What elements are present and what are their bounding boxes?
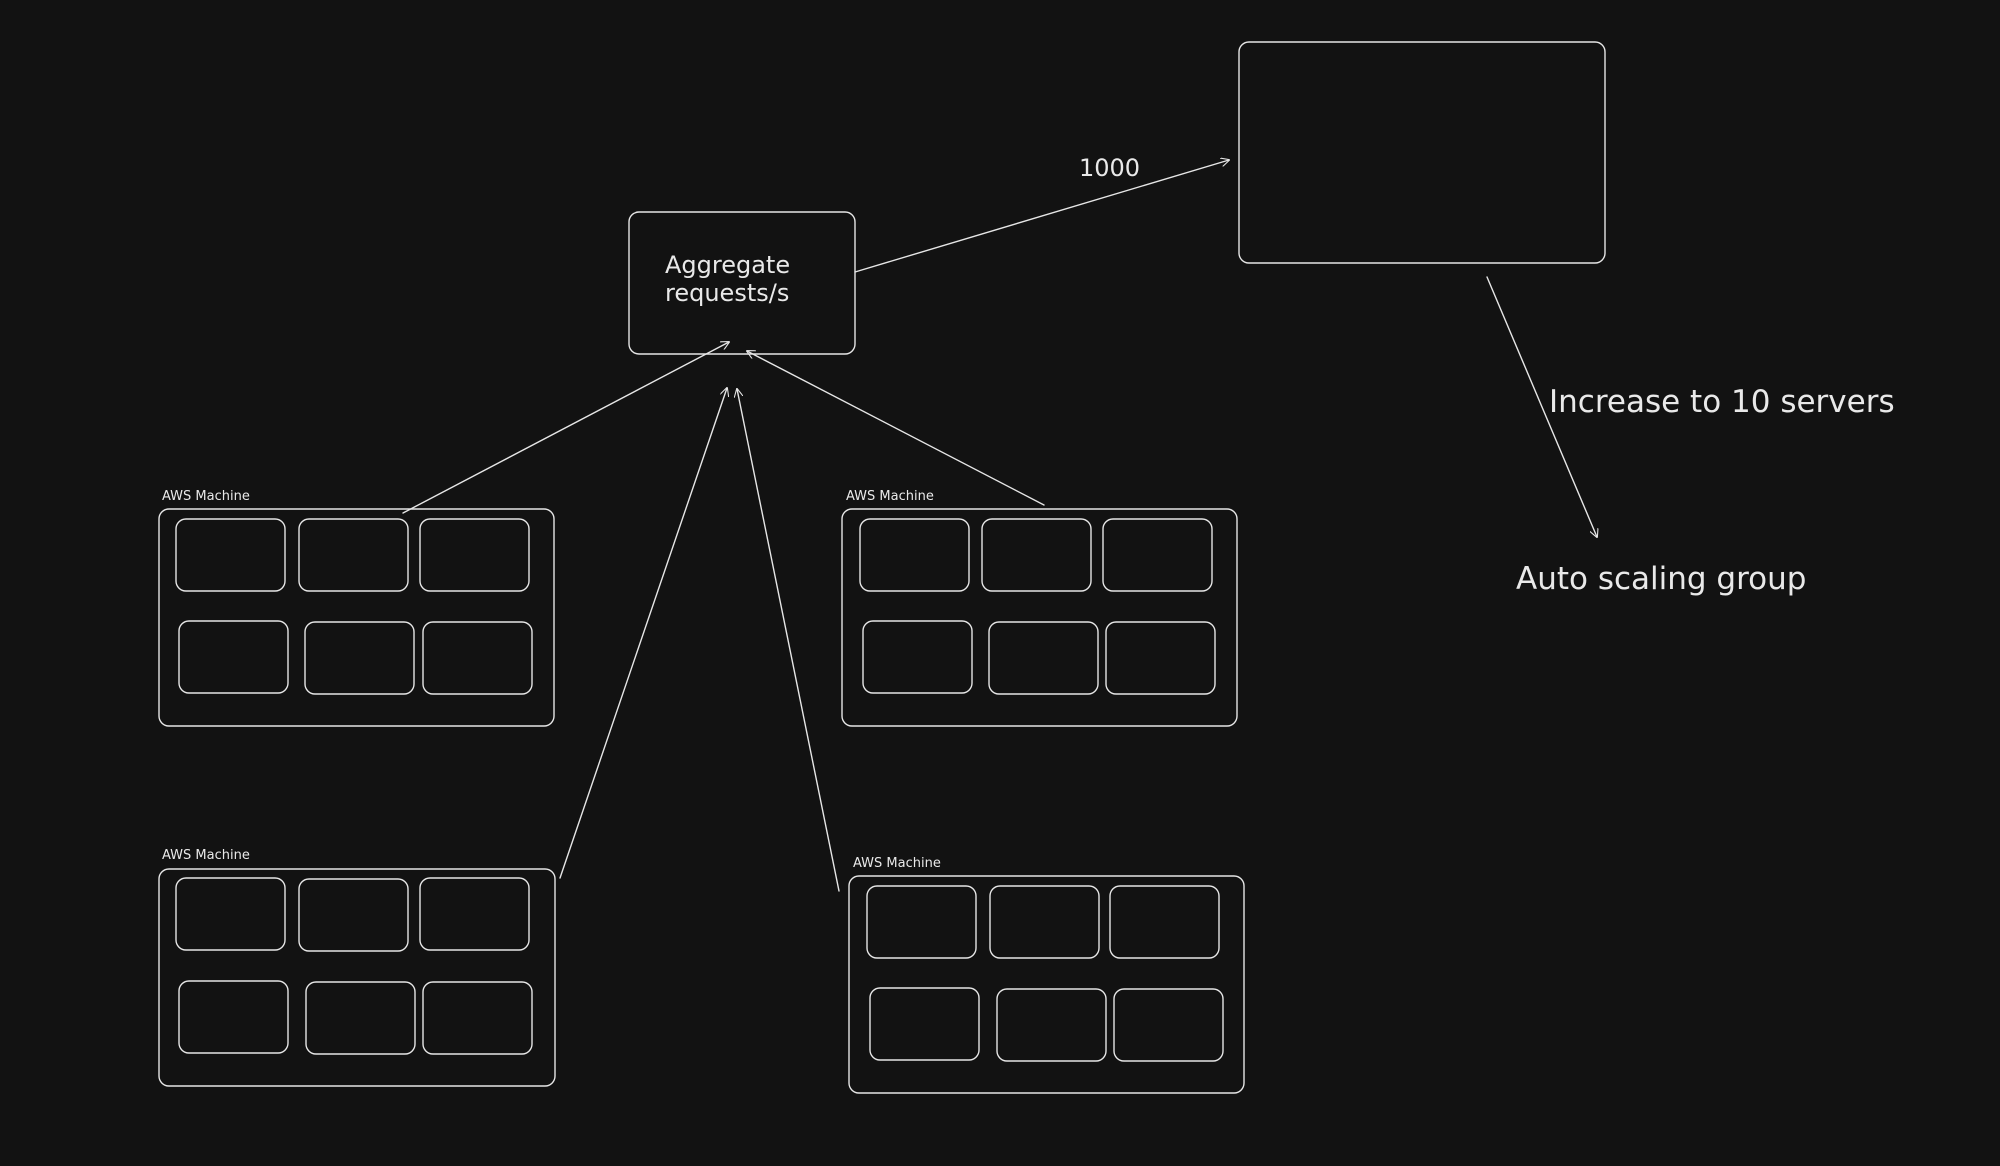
arrow-machine-2-to-aggregate	[747, 351, 1045, 506]
arrow-aggregate-to-target	[854, 160, 1229, 273]
auto-scaling-group-label: Auto scaling group	[1516, 561, 1806, 597]
aws-machine-1-frame	[158, 508, 555, 727]
aggregate-box	[628, 211, 856, 355]
aggregate-label-line1: Aggregate	[665, 251, 790, 279]
aws-machine-3-slot-2	[298, 878, 409, 952]
aws-machine-2-slot-2	[981, 518, 1092, 592]
aws-machine-3-slot-6	[422, 981, 533, 1055]
aws-machine-3	[158, 868, 556, 1087]
aggregate-label-line2: requests/s	[665, 279, 789, 307]
aws-machine-2-slot-6	[1105, 621, 1216, 695]
aws-machine-3-slot-3	[419, 877, 530, 951]
aws-machine-4-frame	[848, 875, 1245, 1094]
arrow-target-to-asg	[1486, 276, 1597, 537]
arrow-machine-3-to-aggregate	[559, 388, 727, 879]
aws-machine-3-label: AWS Machine	[162, 848, 250, 863]
aws-machine-1-slot-4	[178, 620, 289, 694]
aws-machine-1-slot-2	[298, 518, 409, 592]
scaling-note: Increase to 10 servers	[1549, 384, 1895, 420]
aws-machine-4	[848, 875, 1245, 1094]
aws-machine-4-slot-4	[869, 987, 980, 1061]
arrow-machine-4-to-aggregate	[737, 389, 840, 892]
aws-machine-3-slot-4	[178, 980, 289, 1054]
aws-machine-4-slot-3	[1109, 885, 1220, 959]
aws-machine-1-label: AWS Machine	[162, 489, 250, 504]
aws-machine-2-slot-3	[1102, 518, 1213, 592]
aws-machine-4-slot-5	[996, 988, 1107, 1062]
aws-machine-2-slot-4	[862, 620, 973, 694]
aws-machine-2-slot-1	[859, 518, 970, 592]
arrow-machine-1-to-aggregate	[402, 342, 729, 514]
aws-machine-3-slot-5	[305, 981, 416, 1055]
aws-machine-4-slot-6	[1113, 988, 1224, 1062]
aws-machine-1-slot-6	[422, 621, 533, 695]
edge-label-1000: 1000	[1079, 154, 1140, 182]
aws-machine-4-slot-2	[989, 885, 1100, 959]
aws-machine-4-label: AWS Machine	[853, 856, 941, 871]
aws-machine-1-slot-5	[304, 621, 415, 695]
aws-machine-4-slot-1	[866, 885, 977, 959]
aws-machine-2-label: AWS Machine	[846, 489, 934, 504]
aws-machine-1-slot-3	[419, 518, 530, 592]
aws-machine-2	[841, 508, 1238, 727]
aws-machine-2-slot-5	[988, 621, 1099, 695]
aws-machine-1-slot-1	[175, 518, 286, 592]
aws-machine-3-slot-1	[175, 877, 286, 951]
aws-machine-3-frame	[158, 868, 556, 1087]
aws-machine-2-frame	[841, 508, 1238, 727]
target-box	[1238, 41, 1606, 264]
aws-machine-1	[158, 508, 555, 727]
